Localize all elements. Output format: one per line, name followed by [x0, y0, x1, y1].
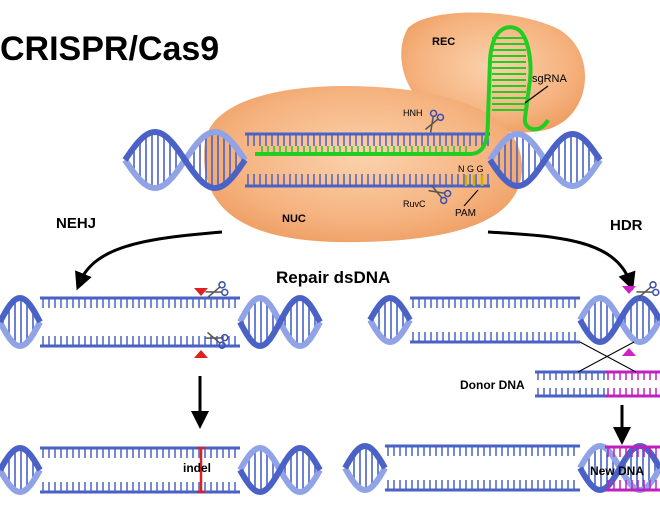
- nuc-label: NUC: [282, 213, 306, 225]
- crossover-line: [579, 341, 637, 373]
- dna-backbone: [237, 444, 323, 496]
- pam-label: PAM: [455, 208, 476, 219]
- new-dna-label: New DNA: [590, 464, 644, 478]
- target-dna: [122, 128, 603, 192]
- dna-backbone: [342, 442, 388, 470]
- dna-backbone: [0, 294, 43, 324]
- indel-label: indel: [183, 461, 211, 475]
- donor-dna-label: Donor DNA: [460, 378, 525, 392]
- dna-backbone: [367, 318, 413, 346]
- dna-backbone: [0, 468, 43, 496]
- scissors-icon: [428, 184, 452, 205]
- dna-backbone: [577, 294, 660, 346]
- pam-pointer: [463, 189, 479, 207]
- sgrna-label: sgRNA: [532, 73, 568, 85]
- cut-marker: [622, 348, 636, 356]
- scissors-icon: [205, 281, 229, 299]
- repair-label: Repair dsDNA: [276, 268, 390, 287]
- cut-marker: [194, 288, 208, 296]
- hnh-label: HNH: [403, 108, 423, 118]
- ruvc-label: RuvC: [403, 199, 426, 209]
- dna-backbone: [0, 320, 43, 350]
- hdr-label: HDR: [610, 217, 643, 234]
- dna-backbone: [367, 294, 413, 322]
- cut-marker: [194, 350, 208, 358]
- dna-backbone: [237, 294, 323, 350]
- dna-backbone: [122, 128, 248, 192]
- arrow-icon: [75, 230, 223, 291]
- dna-backbone: [0, 444, 43, 472]
- dna-backbone: [577, 442, 660, 494]
- pam-site: [464, 175, 484, 186]
- sgrna-pointer: [524, 85, 549, 104]
- dna-backbone: [487, 130, 603, 190]
- scissors-icon: [424, 109, 445, 133]
- pam-sequence: N G G: [458, 164, 484, 174]
- cut-marker: [622, 286, 636, 294]
- rec-label: REC: [432, 36, 455, 48]
- repair-dna-duplexes: [0, 294, 660, 496]
- diagram-title: CRISPR/Cas9: [0, 30, 219, 68]
- nehj-label: NEHJ: [56, 215, 96, 232]
- scissors-icon: [636, 281, 660, 299]
- crossover-line: [577, 341, 635, 373]
- scissors-icon: [205, 331, 229, 349]
- sgrna-strand: [255, 25, 550, 156]
- donor-dna: [535, 370, 660, 398]
- dna-backbone: [342, 466, 388, 494]
- arrow-icon: [487, 230, 636, 291]
